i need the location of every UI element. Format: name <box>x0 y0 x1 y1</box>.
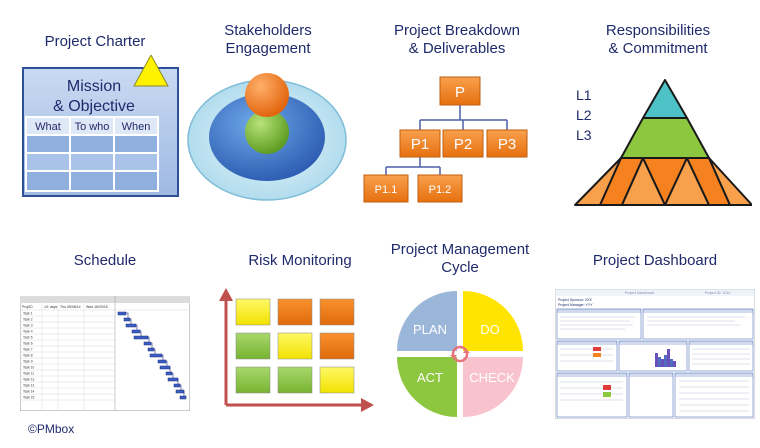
breakdown-node-p2-label: P2 <box>454 136 472 153</box>
cycle-act <box>397 357 457 417</box>
copyright-notice: ©PMbox <box>28 422 75 436</box>
breakdown-node-p2 <box>442 129 484 158</box>
schedule-row-13: Task 13 <box>23 384 35 388</box>
cycle-title: Project Management Cycle <box>380 241 540 277</box>
level-l1: L1 <box>576 87 592 103</box>
schedule-title: Schedule <box>73 252 137 269</box>
breakdown-graphic: P P1 P2 P3 P1.1 P1.2 <box>363 76 528 203</box>
responsibilities-graphic: L1 L2 L3 <box>574 79 752 206</box>
cycle-do <box>463 291 523 351</box>
stakeholders-title: Stakeholders Engagement <box>193 22 343 58</box>
schedule-row-7: Task 7 <box>23 348 33 352</box>
stakeholders-graphic <box>187 73 347 201</box>
dashboard-graphic: Project Dashboard Project ID: 1234 Proje… <box>555 289 755 419</box>
schedule-row-2: Task 2 <box>23 318 33 322</box>
breakdown-node-p3-label: P3 <box>498 136 516 153</box>
charter-graphic: Mission & Objective What To who When <box>22 55 179 197</box>
dashboard-title: Project Dashboard <box>592 252 718 269</box>
schedule-header-start: Thu 05/08/14 <box>60 305 81 309</box>
schedule-row-12: Task 12 <box>23 378 35 382</box>
cycle-title-line1: Project Management <box>390 241 530 258</box>
schedule-row-9: Task 9 <box>23 360 33 364</box>
schedule-row-15: Task 15 <box>23 396 35 400</box>
responsibilities-title-line2: & Commitment <box>608 40 708 57</box>
breakdown-node-p1-label: P1 <box>411 136 429 153</box>
cycle-title-line2: Cycle <box>441 259 479 276</box>
cycle-do-label: DO <box>480 322 500 337</box>
risk-graphic <box>219 288 374 412</box>
charter-triangle <box>133 55 169 87</box>
risk-cell-1-2 <box>277 298 313 326</box>
schedule-row-11: Task 11 <box>23 372 34 376</box>
risk-title: Risk Monitoring <box>248 252 352 269</box>
charter-title: Project Charter <box>44 33 146 50</box>
breakdown-node-p-label: P <box>455 84 465 101</box>
breakdown-node-p11-label: P1.1 <box>375 184 398 196</box>
breakdown-node-p12 <box>417 174 463 203</box>
charter-col-towho: To who <box>75 121 110 133</box>
schedule-row-5: Task 5 <box>23 336 33 340</box>
schedule-row-3: Task 3 <box>23 324 33 328</box>
cycle-plan-label: PLAN <box>413 322 447 337</box>
cycle-graphic: PLAN DO ACT CHECK <box>397 291 523 417</box>
charter-col-when: When <box>122 121 151 133</box>
schedule-row-10: Task 10 <box>23 366 35 370</box>
breakdown-node-p <box>439 76 481 106</box>
breakdown-node-p11 <box>363 174 409 203</box>
schedule-graphic: Proj/ID 1/1 days Thu 05/08/14 Wed 16/03/… <box>20 296 190 411</box>
cycle-act-label: ACT <box>417 370 443 385</box>
stakeholders-title-line2: Engagement <box>225 40 311 57</box>
cycle-check <box>463 357 523 417</box>
schedule-row-1: Task 1 <box>23 312 33 316</box>
pyramid-top <box>642 79 688 119</box>
risk-cell-3-3 <box>319 366 355 394</box>
charter-mission-line2: & Objective <box>53 98 135 115</box>
responsibilities-title-line1: Responsibilities <box>605 22 711 39</box>
stakeholder-green-ball <box>245 110 289 154</box>
schedule-row-8: Task 8 <box>23 354 33 358</box>
cycle-check-label: CHECK <box>469 370 515 385</box>
level-l3: L3 <box>576 127 592 143</box>
breakdown-node-p3 <box>486 129 528 158</box>
charter-col-what: What <box>35 121 61 133</box>
risk-cell-2-3 <box>319 332 355 360</box>
breakdown-node-p1 <box>399 129 441 158</box>
schedule-row-4: Task 4 <box>23 330 33 334</box>
cycle-plan <box>397 291 457 351</box>
stakeholders-title-line1: Stakeholders <box>224 22 312 39</box>
breakdown-title-line1: Project Breakdown <box>394 22 520 39</box>
breakdown-title: Project Breakdown & Deliverables <box>377 22 537 58</box>
schedule-row-14: Task 14 <box>23 390 35 394</box>
stakeholder-orange-ball <box>245 73 289 117</box>
dashboard-manager: Project Manager: YYY <box>558 303 593 307</box>
breakdown-title-line2: & Deliverables <box>408 40 506 57</box>
schedule-header-duration: 1/1 days <box>44 305 57 309</box>
responsibilities-title: Responsibilities & Commitment <box>583 22 733 58</box>
schedule-row-6: Task 6 <box>23 342 33 346</box>
level-l2: L2 <box>576 107 592 123</box>
schedule-header-id: Proj/ID <box>22 305 33 309</box>
charter-mission-line1: Mission <box>67 78 121 95</box>
risk-cell-2-2 <box>277 332 313 360</box>
risk-cell-1-1 <box>235 298 271 326</box>
risk-cell-3-1 <box>235 366 271 394</box>
schedule-header-finish: Wed 16/03/15 <box>86 305 108 309</box>
risk-cell-1-3 <box>319 298 355 326</box>
risk-cell-2-1 <box>235 332 271 360</box>
breakdown-node-p12-label: P1.2 <box>429 184 452 196</box>
dashboard-sponsor: Project Sponsor: XXX <box>558 298 593 302</box>
risk-cell-3-2 <box>277 366 313 394</box>
